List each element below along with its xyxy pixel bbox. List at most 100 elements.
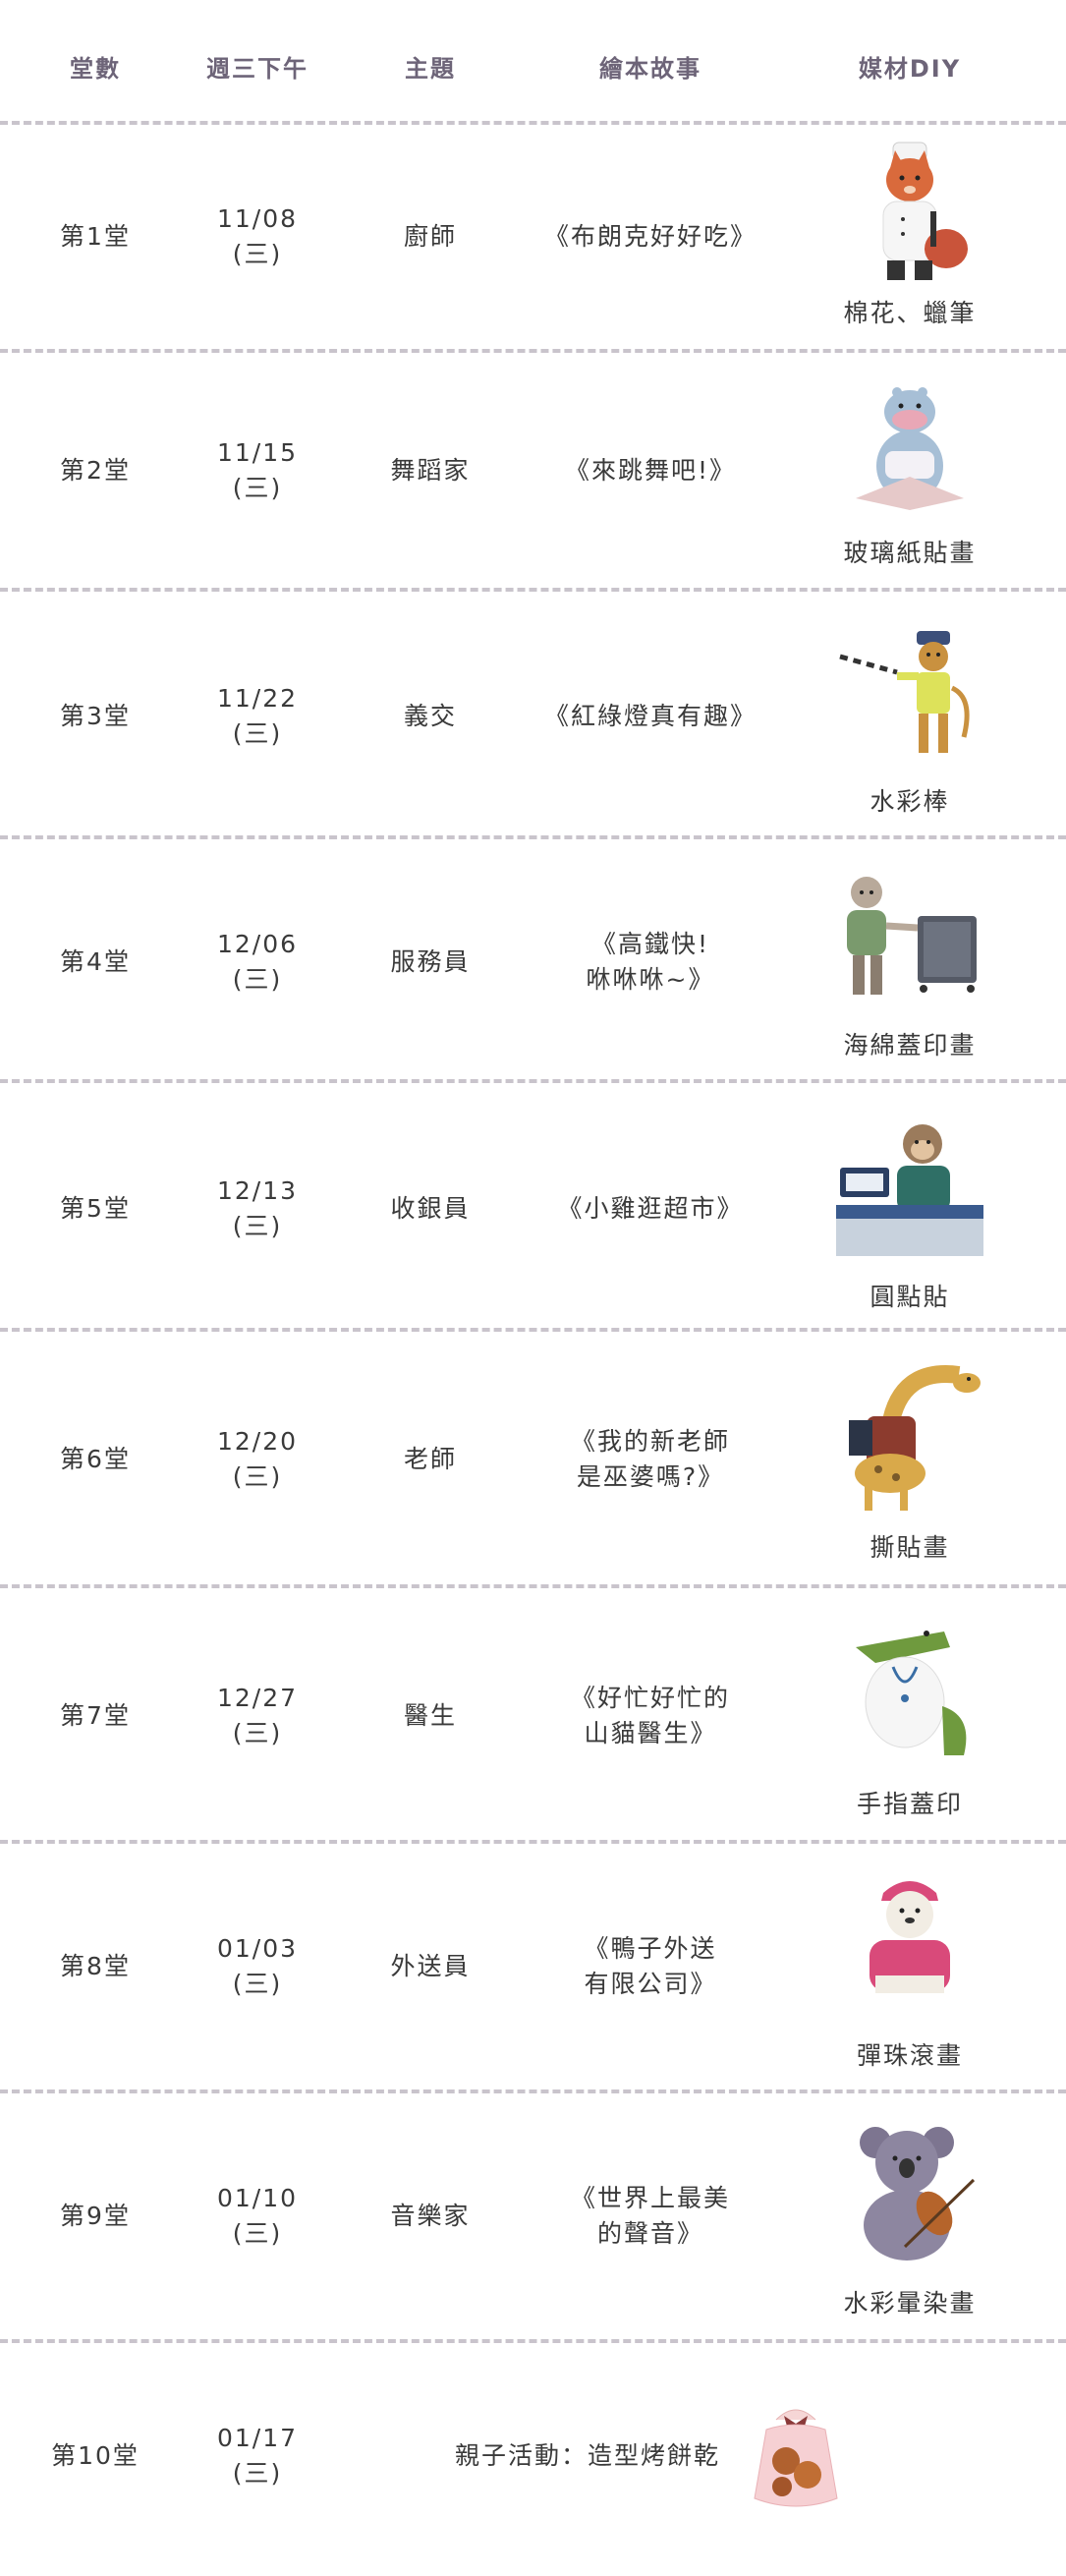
story-line: 《鴨子外送 (584, 1934, 717, 1963)
theme-cell: 義交 (403, 702, 458, 730)
cookie-bag-icon (754, 2409, 838, 2507)
row-divider (0, 121, 1066, 125)
date-cell: 01/10 (三) (217, 2181, 298, 2252)
header-theme: 主題 (405, 55, 456, 83)
story-line: 有限公司》 (584, 1970, 717, 1998)
header-date: 週三下午 (206, 55, 309, 83)
session-cell: 第10堂 (51, 2441, 140, 2470)
date-text: 12/27 (216, 1684, 299, 1712)
monkey-traffic-officer-icon (839, 631, 970, 753)
table-row: 第3堂 11/22 (三) 義交 《紅綠燈真有趣》 水彩棒 (0, 592, 1066, 835)
story-cell: 《好忙好忙的 山貓醫生》 (571, 1681, 730, 1751)
header-story: 繪本故事 (599, 55, 701, 83)
date-text: 11/15 (216, 438, 299, 467)
date-text: 11/22 (216, 684, 299, 713)
row-divider (0, 349, 1066, 353)
date-cell: 11/15 (三) (217, 435, 298, 506)
weekday-text: (三) (232, 1719, 283, 1747)
story-cell: 《世界上最美 的聲音》 (571, 2181, 730, 2252)
date-cell: 12/27 (三) (217, 1681, 298, 1751)
story-cell: 《布朗克好好吃》 (544, 219, 757, 255)
material-label: 圓點貼 (870, 1283, 950, 1311)
story-line: 《來跳舞吧!》 (564, 456, 737, 485)
date-text: 01/17 (216, 2424, 299, 2452)
session-cell: 第9堂 (60, 2202, 131, 2230)
date-cell: 11/22 (三) (217, 681, 298, 752)
session-cell: 第4堂 (60, 947, 131, 976)
table-row: 第5堂 12/13 (三) 收銀員 《小雞逛超市》 圓點貼 (0, 1083, 1066, 1328)
date-text: 01/10 (216, 2184, 299, 2212)
fox-chef-icon (882, 142, 968, 280)
story-line: 《布朗克好好吃》 (543, 222, 757, 251)
session-cell: 第6堂 (60, 1445, 131, 1473)
table-row: 第8堂 01/03 (三) 外送員 《鴨子外送 有限公司》 彈珠滾畫 (0, 1844, 1066, 2089)
table-row: 第7堂 12/27 (三) 醫生 《好忙好忙的 山貓醫生》 手指蓋印 (0, 1588, 1066, 1840)
theme-cell: 舞蹈家 (390, 456, 471, 485)
story-line: 山貓醫生》 (584, 1719, 717, 1747)
date-cell: 01/17 (三) (217, 2421, 298, 2491)
material-label: 撕貼畫 (870, 1533, 950, 1562)
story-cell: 《紅綠燈真有趣》 (544, 699, 757, 734)
story-cell: 《鴨子外送 有限公司》 (584, 1931, 716, 2002)
row-divider (0, 1584, 1066, 1588)
weekday-text: (三) (232, 240, 283, 268)
weekday-text: (三) (232, 1212, 283, 1240)
story-cell: 《高鐵快! 咻咻咻~》 (587, 927, 715, 998)
session-cell: 第8堂 (60, 1952, 131, 1980)
crocodile-doctor-icon (856, 1631, 967, 1755)
material-label: 玻璃紙貼畫 (843, 539, 977, 567)
story-line: 的聲音》 (596, 2219, 704, 2248)
activity-cell: 親子活動：造型烤餅乾 (454, 2441, 721, 2470)
story-line: 《小雞逛超市》 (557, 1194, 744, 1223)
weekday-text: (三) (232, 1462, 283, 1491)
story-cell: 《我的新老師 是巫婆嗎?》 (571, 1424, 730, 1495)
row-divider (0, 1328, 1066, 1332)
monkey-cashier-icon (836, 1124, 983, 1256)
theme-cell: 外送員 (390, 1952, 471, 1980)
session-cell: 第2堂 (60, 456, 131, 485)
material-label: 水彩棒 (870, 787, 950, 816)
weekday-text: (三) (232, 1970, 283, 1998)
material-label: 手指蓋印 (856, 1790, 964, 1818)
table-row: 第10堂 01/17 (三) 親子活動：造型烤餅乾 (0, 2343, 1066, 2576)
row-divider (0, 835, 1066, 839)
weekday-text: (三) (232, 965, 283, 994)
weekday-text: (三) (232, 2459, 283, 2488)
material-label: 海綿蓋印畫 (843, 1031, 977, 1059)
material-label: 棉花、蠟筆 (843, 299, 977, 327)
story-line: 《好忙好忙的 (570, 1684, 731, 1712)
story-line: 是巫婆嗎?》 (576, 1462, 725, 1491)
theme-cell: 收銀員 (390, 1194, 471, 1223)
story-cell: 《小雞逛超市》 (557, 1191, 743, 1227)
story-cell: 《來跳舞吧!》 (565, 453, 736, 488)
giraffe-teacher-icon (849, 1365, 981, 1511)
row-divider (0, 1079, 1066, 1083)
date-text: 11/08 (216, 204, 299, 233)
theme-cell: 服務員 (390, 947, 471, 976)
header-diy: 媒材DIY (858, 55, 962, 83)
weekday-text: (三) (232, 719, 283, 748)
table-row: 第1堂 11/08 (三) 廚師 《布朗克好好吃》 棉花、蠟筆 (0, 125, 1066, 349)
row-divider (0, 2339, 1066, 2343)
table-row: 第2堂 11/15 (三) 舞蹈家 《來跳舞吧!》 玻璃紙貼畫 (0, 353, 1066, 588)
row-divider (0, 1840, 1066, 1844)
date-text: 12/06 (216, 930, 299, 958)
story-line: 《世界上最美 (570, 2184, 731, 2212)
date-cell: 12/20 (三) (217, 1424, 298, 1495)
theme-cell: 音樂家 (390, 2202, 471, 2230)
weekday-text: (三) (232, 2219, 283, 2248)
story-line: 咻咻咻~》 (586, 965, 715, 994)
session-cell: 第7堂 (60, 1701, 131, 1730)
table-row: 第6堂 12/20 (三) 老師 《我的新老師 是巫婆嗎?》 撕貼畫 (0, 1332, 1066, 1584)
date-cell: 12/13 (三) (217, 1174, 298, 1244)
bear-delivery-icon (870, 1881, 950, 1993)
material-label: 水彩暈染畫 (843, 2289, 977, 2318)
row-divider (0, 2089, 1066, 2093)
date-text: 12/13 (216, 1176, 299, 1205)
row-divider (0, 588, 1066, 592)
theme-cell: 醫生 (403, 1701, 458, 1730)
table-row: 第4堂 12/06 (三) 服務員 《高鐵快! 咻咻咻~》 海綿蓋印畫 (0, 839, 1066, 1079)
date-text: 01/03 (216, 1934, 299, 1963)
koala-violinist-icon (860, 2127, 976, 2261)
story-line: 《高鐵快! (590, 930, 710, 958)
